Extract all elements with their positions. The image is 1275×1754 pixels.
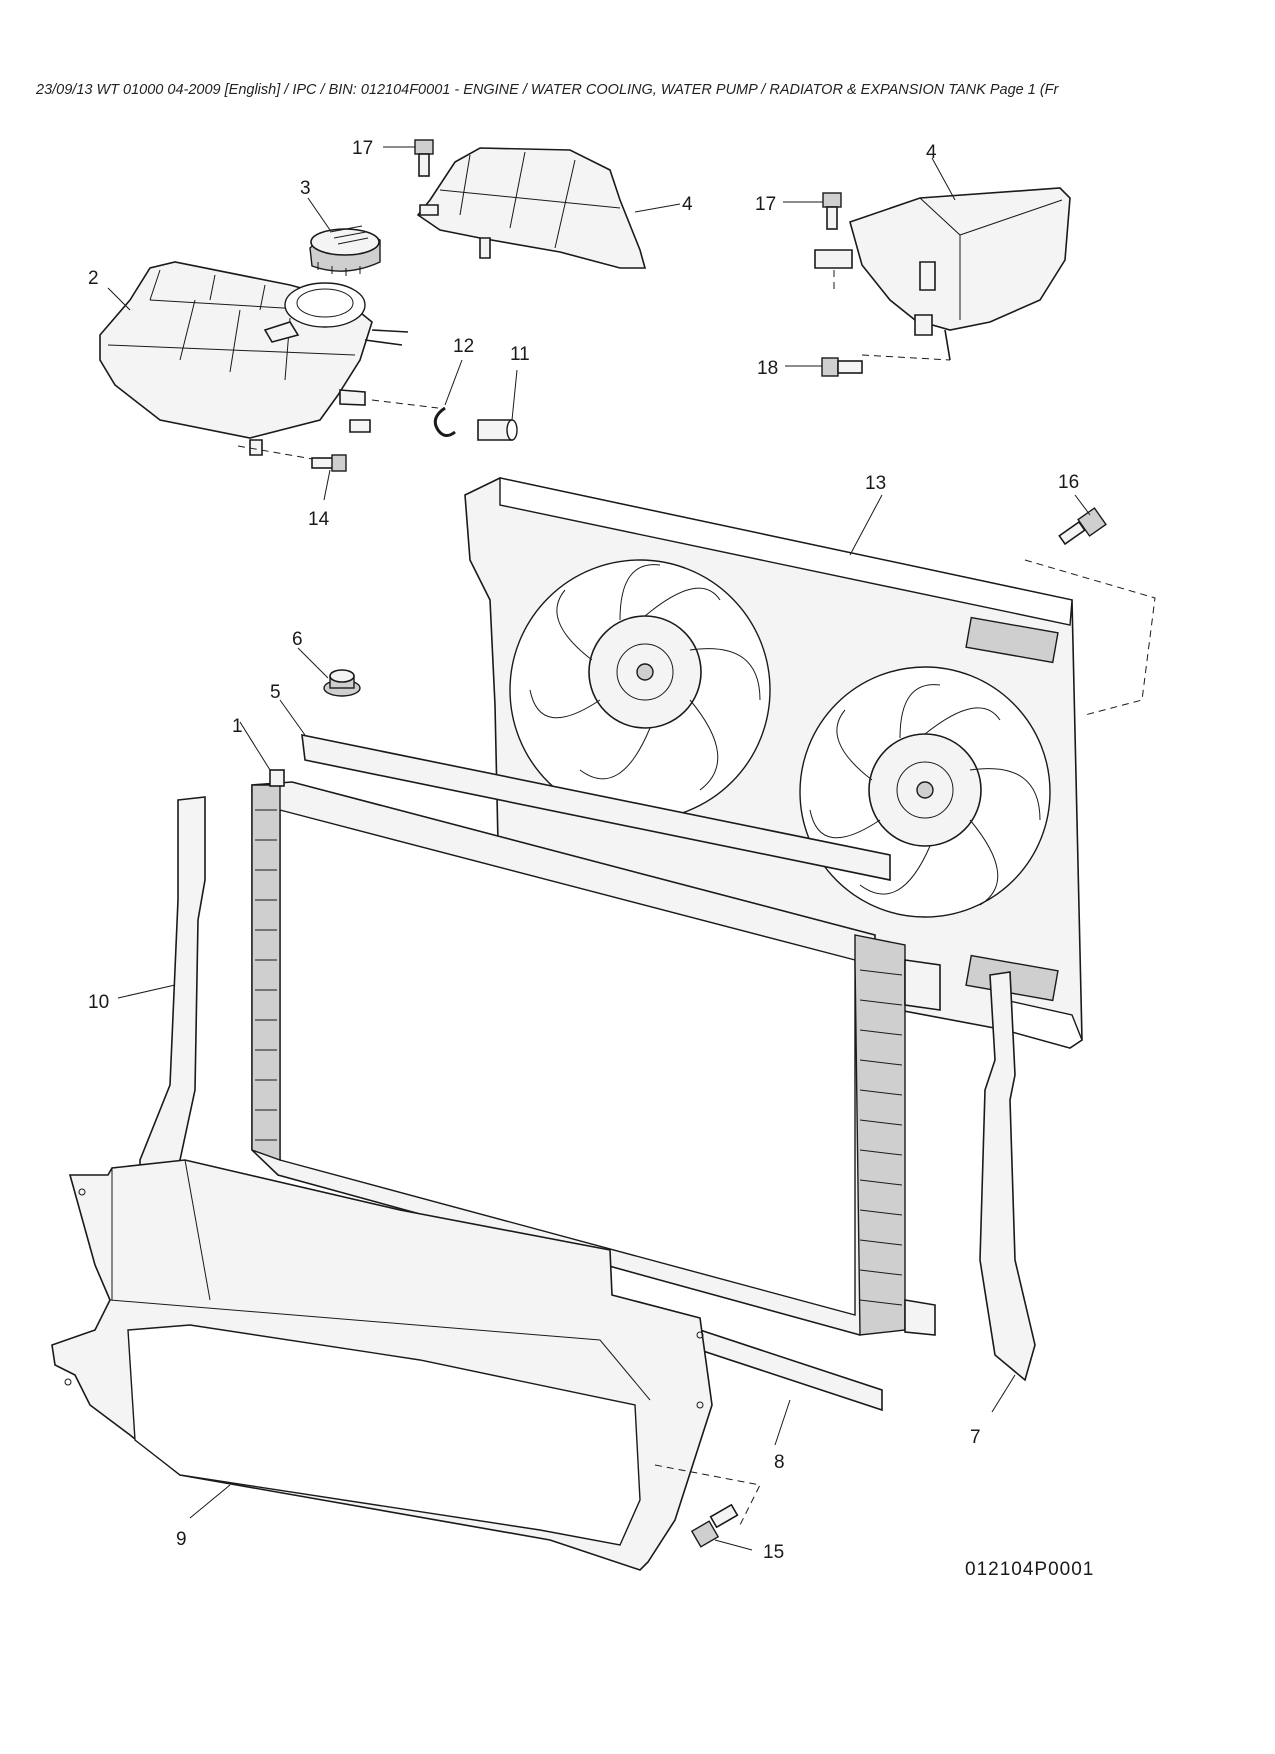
callout-8: 8 <box>774 1452 785 1473</box>
air-deflector-9 <box>51 1159 713 1571</box>
bolt-18 <box>821 357 863 377</box>
callout-15: 15 <box>763 1542 784 1563</box>
expansion-tank <box>99 261 439 463</box>
callout-18: 18 <box>757 358 778 379</box>
figure-reference: 012104P0001 <box>965 1559 1094 1580</box>
bolt-16 <box>1058 507 1107 546</box>
seal-strip-5 <box>301 733 891 881</box>
callout-4-upper: 4 <box>682 194 693 215</box>
hose-clip-12 <box>433 406 456 437</box>
callout-11: 11 <box>510 344 530 365</box>
callout-16: 16 <box>1058 472 1079 493</box>
hose-11 <box>477 419 518 441</box>
callout-17-left: 17 <box>352 138 373 159</box>
bolt-17-left <box>414 139 434 177</box>
page-header: 23/09/13 WT 01000 04-2009 [English] / IP… <box>36 82 1059 98</box>
seal-strip-8 <box>699 1328 883 1412</box>
callout-14: 14 <box>308 509 330 530</box>
filler-cap <box>309 225 381 276</box>
callout-2: 2 <box>88 268 99 289</box>
bolt-17-right <box>822 192 842 230</box>
bolt-14 <box>311 454 347 472</box>
callout-7: 7 <box>970 1427 981 1448</box>
callout-3: 3 <box>300 178 311 199</box>
expansion-tank-rear <box>814 187 1071 361</box>
callout-12: 12 <box>453 336 474 357</box>
expansion-tank-upper <box>416 147 647 269</box>
callout-13: 13 <box>865 473 886 494</box>
callout-9: 9 <box>176 1529 187 1550</box>
bolt-15 <box>690 1503 739 1548</box>
callout-4-rear: 4 <box>926 142 937 163</box>
side-seal-7 <box>979 971 1036 1382</box>
leader-lines <box>107 146 1091 1551</box>
callout-5: 5 <box>270 682 281 703</box>
radiator <box>251 769 941 1336</box>
grommet-6 <box>323 669 361 697</box>
callout-17-right: 17 <box>755 194 776 215</box>
callout-1: 1 <box>232 716 243 737</box>
callout-10: 10 <box>88 992 109 1013</box>
callout-6: 6 <box>292 629 303 650</box>
